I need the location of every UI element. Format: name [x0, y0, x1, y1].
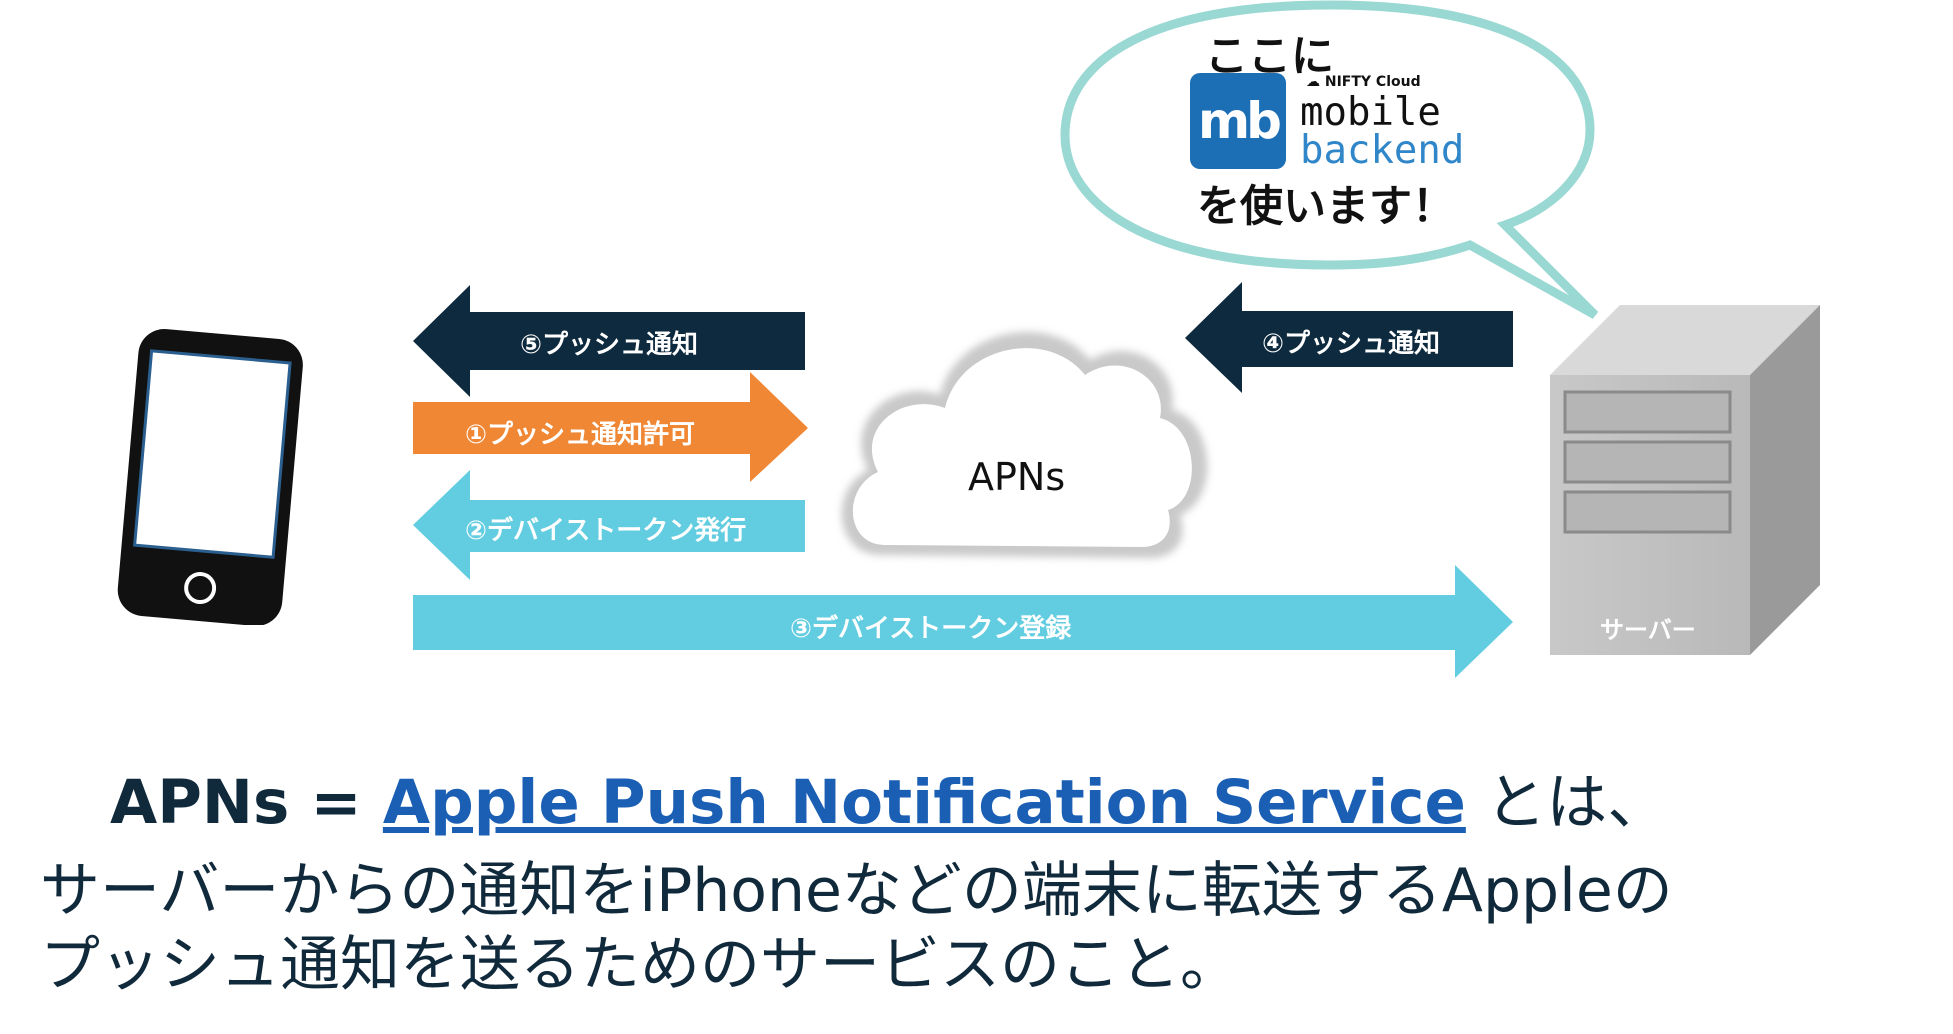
bubble-bottom-text: を使います！ — [1197, 182, 1455, 232]
smartphone-icon — [117, 328, 303, 625]
arrow-1-label: ①プッシュ通知許可 — [465, 420, 696, 450]
arrow-4-label: ④プッシュ通知 — [1262, 329, 1441, 359]
cloud-icon — [841, 331, 1208, 558]
description-line-2: サーバーからの通知をiPhoneなどの端末に転送するAppleの — [40, 856, 1673, 926]
logo-brand-label: NIFTY Cloud — [1324, 74, 1421, 90]
description-line-1: APNs = Apple Push Notification Service と… — [110, 752, 1668, 841]
arrow-device-token-issue — [413, 470, 805, 580]
description-line-3: プッシュ通知を送るためのサービスのこと。 — [40, 930, 1240, 1000]
description-term: APNs = — [110, 767, 383, 838]
server-icon — [1550, 305, 1820, 655]
logo-word-mobile: mobile — [1300, 90, 1441, 135]
arrow-server-push-notification — [1185, 282, 1513, 393]
arrow-push-permission — [413, 372, 808, 482]
cloud-label: APNs — [968, 455, 1066, 499]
arrow-3-label: ③デバイストークン登録 — [790, 614, 1072, 644]
arrow-2-label: ②デバイストークン発行 — [465, 516, 747, 546]
arrow-device-token-register — [413, 565, 1513, 678]
logo-brand-text: ☁ NIFTY Cloud — [1306, 74, 1421, 90]
apns-link[interactable]: Apple Push Notification Service — [382, 767, 1466, 838]
arrow-5-label: ⑤プッシュ通知 — [520, 330, 699, 360]
mobile-backend-logo: mb — [1190, 73, 1286, 169]
arrow-push-notification-to-device — [413, 285, 805, 397]
server-label: サーバー — [1600, 616, 1696, 644]
cloud-logo-icon: ☁ — [1306, 74, 1320, 90]
description-suffix: とは、 — [1465, 767, 1669, 838]
logo-word-backend: backend — [1300, 128, 1465, 173]
